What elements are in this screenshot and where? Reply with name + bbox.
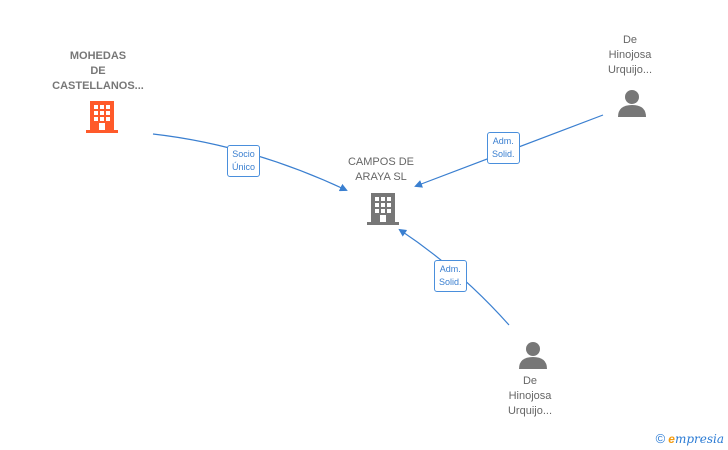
label-line: MOHEDAS xyxy=(69,50,127,62)
copyright-symbol: © xyxy=(655,431,666,446)
person-icon[interactable] xyxy=(518,340,548,370)
node-label-person-bottom[interactable]: De Hinojosa Urquijo... xyxy=(480,374,580,419)
label-line: Hinojosa xyxy=(608,49,652,61)
edge-label-socio[interactable]: Socio Único xyxy=(227,145,261,177)
label-line: De xyxy=(622,34,638,46)
brand-name: mpresia xyxy=(674,432,724,446)
building-icon[interactable] xyxy=(86,99,118,133)
edge-label-line: Solid. xyxy=(439,277,462,287)
label-line: ARAYA SL xyxy=(355,171,407,183)
label-line: De xyxy=(522,375,538,387)
node-label-campos[interactable]: CAMPOS DE ARAYA SL xyxy=(326,155,436,185)
edge-label-line: Adm. xyxy=(492,136,514,146)
label-line: Urquijo... xyxy=(607,64,653,76)
brand-footer[interactable]: ©empresia xyxy=(656,431,724,446)
label-line: DE xyxy=(90,65,106,77)
edge-label-line: Socio xyxy=(232,149,255,159)
label-line: CASTELLANOS... xyxy=(52,80,144,92)
edge-label-adm-top[interactable]: Adm. Solid. xyxy=(487,132,520,164)
label-line: CAMPOS DE xyxy=(347,156,414,168)
label-line: Hinojosa xyxy=(508,390,552,402)
edge-label-line: Adm. xyxy=(439,264,461,274)
label-line: Urquijo... xyxy=(507,405,553,417)
person-icon[interactable] xyxy=(617,88,647,118)
brand-logo-letter: e xyxy=(668,432,675,446)
edge-label-line: Único xyxy=(232,162,256,172)
edge-label-line: Solid. xyxy=(492,149,515,159)
node-label-person-top[interactable]: De Hinojosa Urquijo... xyxy=(580,33,680,78)
edge-label-adm-bottom[interactable]: Adm. Solid. xyxy=(434,260,467,292)
building-icon[interactable] xyxy=(367,191,399,225)
node-label-mohedas[interactable]: MOHEDAS DE CASTELLANOS... xyxy=(38,49,158,94)
